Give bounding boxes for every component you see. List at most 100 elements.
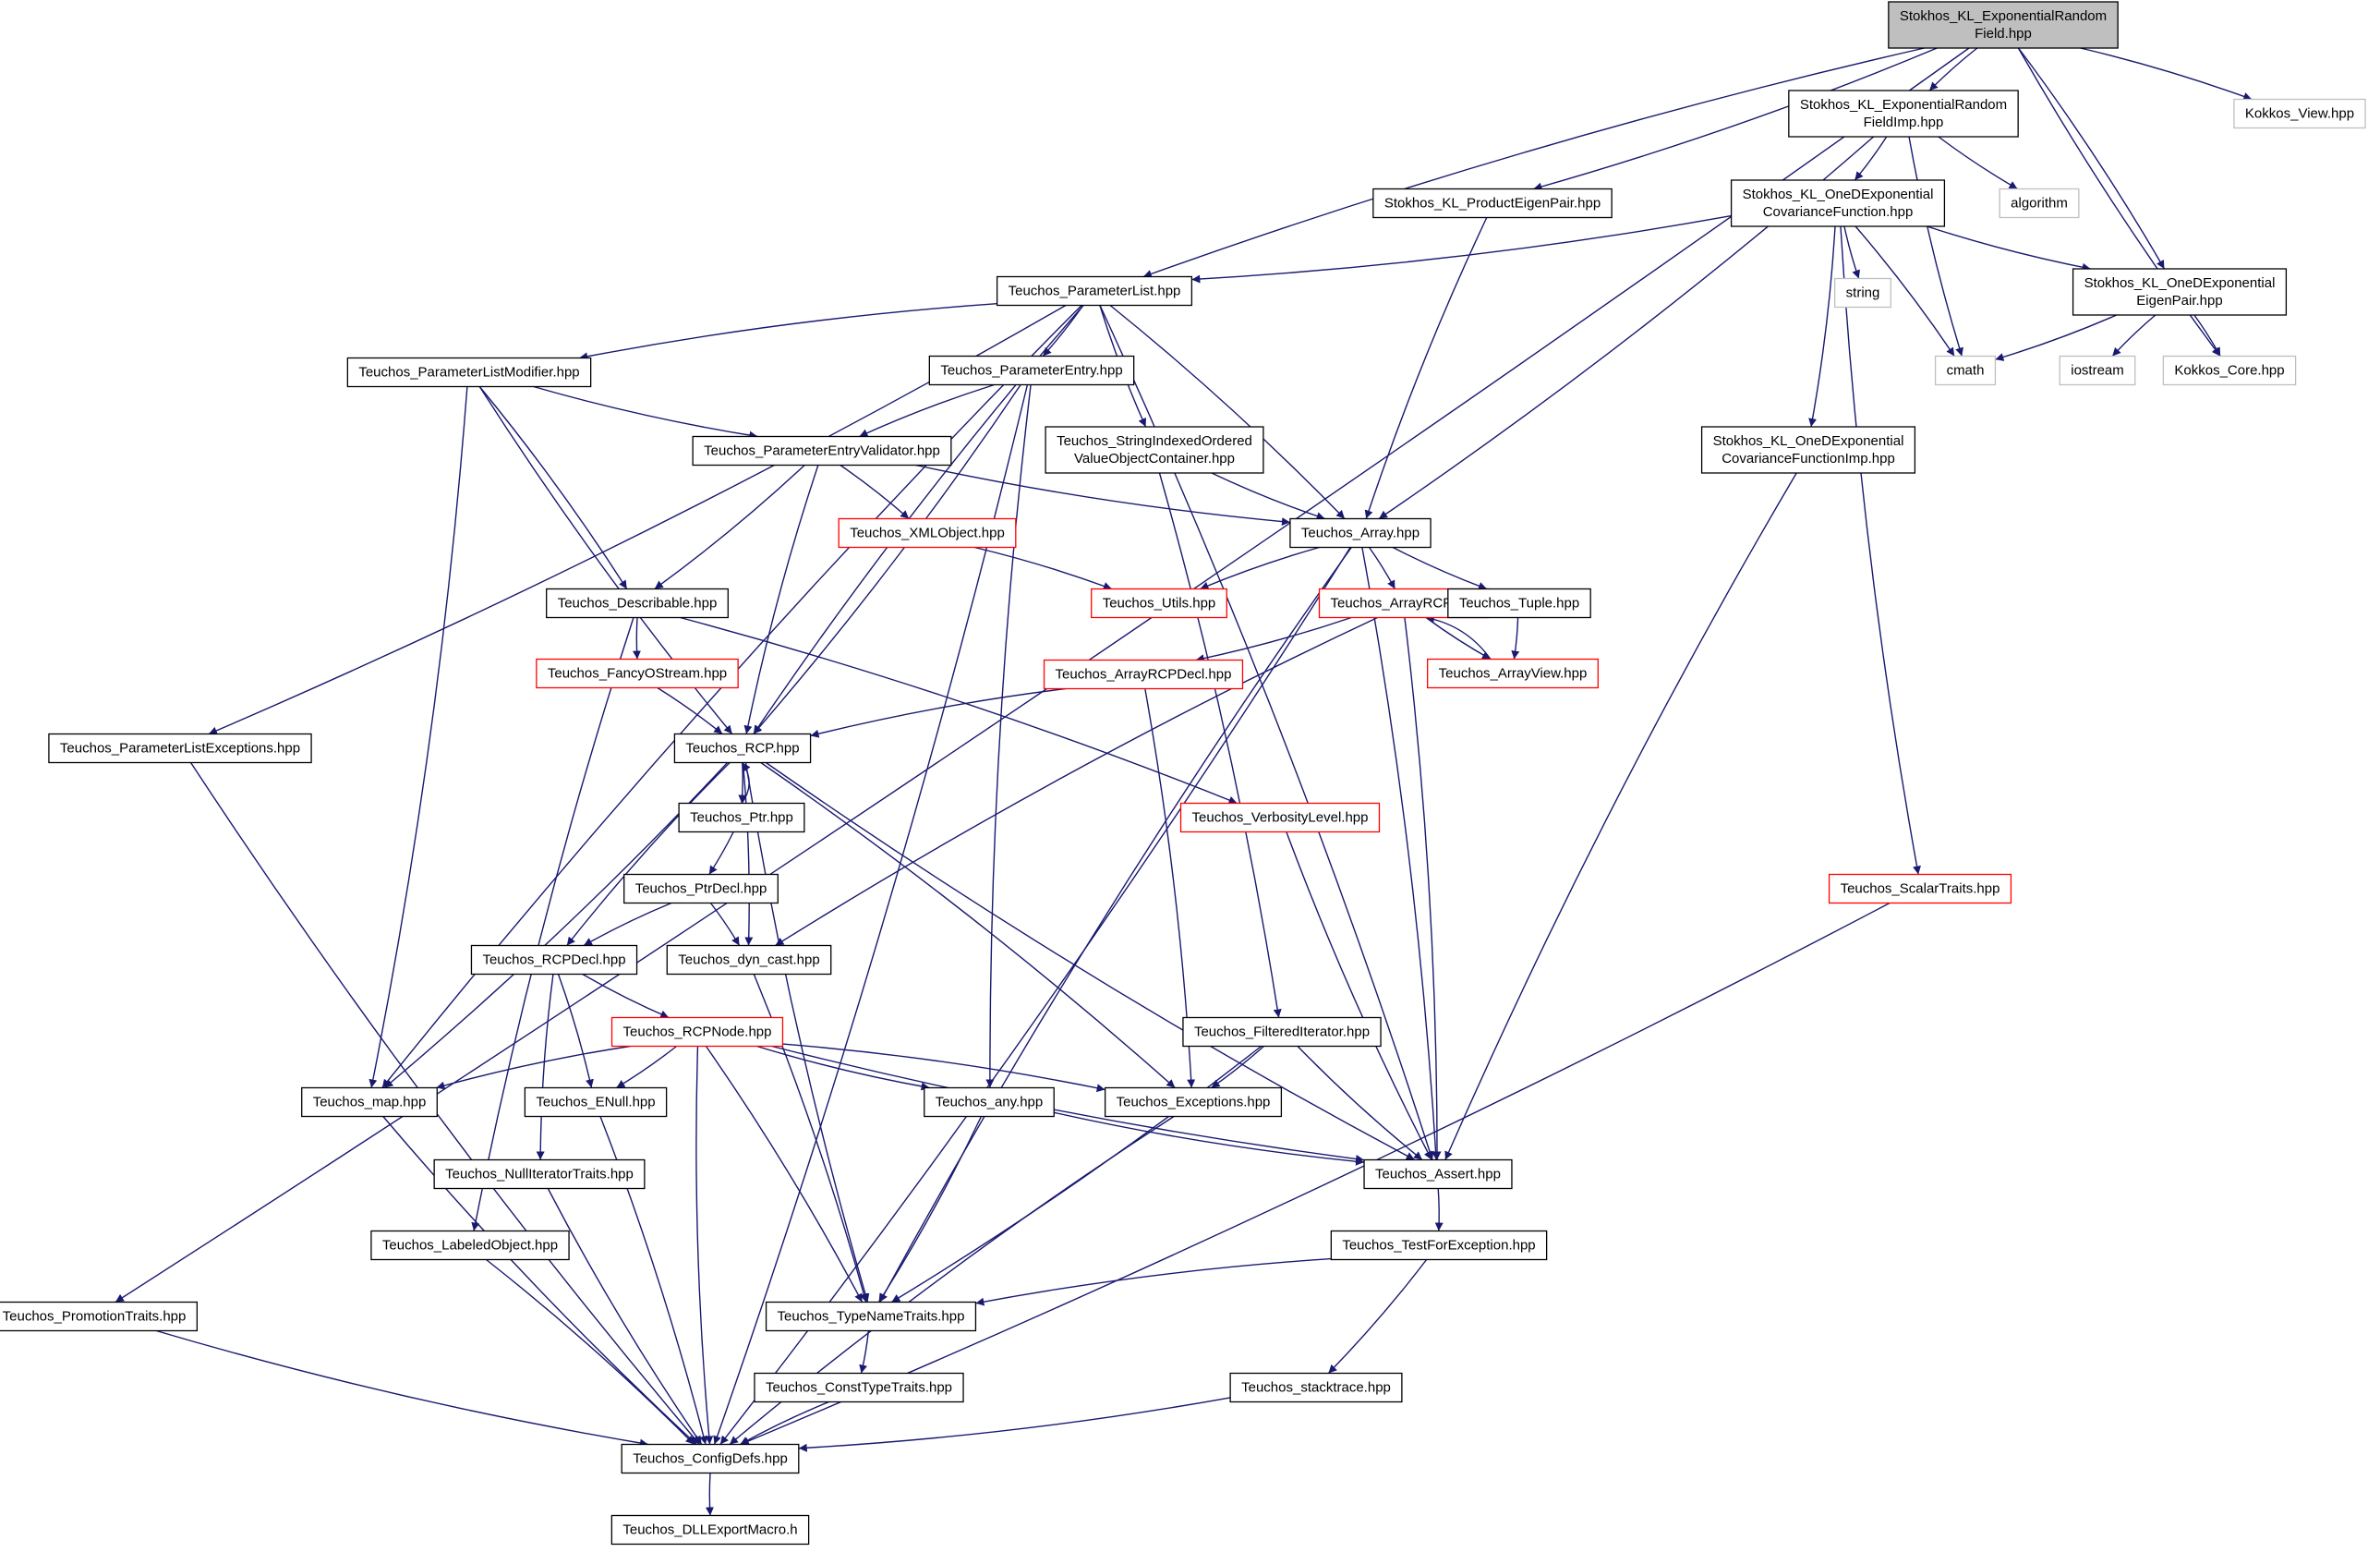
node-verb[interactable]: Teuchos_VerbosityLevel.hpp [1179,802,1381,833]
node-plexc[interactable]: Teuchos_ParameterListExceptions.hpp [48,733,312,764]
edge-plmod-to-pev [533,385,758,440]
edge-assert-to-tfe [1434,1188,1444,1231]
node-filtit[interactable]: Teuchos_FilteredIterator.hpp [1182,1016,1382,1048]
edge-root-to-kview [2080,47,2253,101]
node-label-describable-line-0: Teuchos_Describable.hpp [558,596,718,612]
node-dyncast[interactable]: Teuchos_dyn_cast.hpp [666,944,832,976]
node-tuple[interactable]: Teuchos_Tuple.hpp [1447,588,1591,619]
edge-rcpdecl-to-rcpnode [582,973,670,1019]
node-dll[interactable]: Teuchos_DLLExportMacro.h [610,1514,810,1546]
node-box-verb [1179,802,1381,833]
edge-ctt-to-config [740,1400,829,1446]
node-pev[interactable]: Teuchos_ParameterEntryValidator.hpp [692,435,952,467]
node-describable[interactable]: Teuchos_Describable.hpp [546,588,729,619]
edge-any-to-assert [1054,1111,1365,1166]
node-label-tfe-line-0: Teuchos_TestForException.hpp [1342,1238,1535,1254]
node-labeled[interactable]: Teuchos_LabeledObject.hpp [370,1230,570,1261]
node-fos[interactable]: Teuchos_FancyOStream.hpp [536,658,739,689]
node-plmod[interactable]: Teuchos_ParameterListModifier.hpp [346,357,592,388]
edge-ptr-to-ptrdecl [708,831,734,875]
node-box-aview [1427,658,1599,689]
node-stack[interactable]: Teuchos_stacktrace.hpp [1229,1372,1403,1403]
node-rcpdecl[interactable]: Teuchos_RCPDecl.hpp [470,944,638,976]
node-onedcovimp[interactable]: Stokhos_KL_OneDExponentialCovarianceFunc… [1700,426,1916,474]
node-label-nullit-line-0: Teuchos_NullIteratorTraits.hpp [445,1167,634,1182]
node-label-onedeig-line-1: EigenPair.hpp [2136,293,2222,309]
node-box-tfe [1330,1230,1548,1261]
edge-array-to-utils [1200,546,1320,590]
node-onedcov[interactable]: Stokhos_KL_OneDExponentialCovarianceFunc… [1730,179,1946,227]
node-aview[interactable]: Teuchos_ArrayView.hpp [1427,658,1599,689]
node-enull[interactable]: Teuchos_ENull.hpp [524,1086,668,1118]
node-utils[interactable]: Teuchos_Utils.hpp [1091,588,1227,619]
edge-describable-to-labeled [471,617,634,1231]
edge-layer [115,47,2253,1516]
node-box-string [1834,277,1891,309]
node-ptr[interactable]: Teuchos_Ptr.hpp [678,802,805,833]
node-array[interactable]: Teuchos_Array.hpp [1289,517,1432,549]
node-label-enull-line-0: Teuchos_ENull.hpp [536,1095,655,1110]
node-prodeig[interactable]: Stokhos_KL_ProductEigenPair.hpp [1372,188,1613,219]
node-box-enull [524,1086,668,1118]
node-box-arcpdecl [1043,659,1244,690]
node-arcpdecl[interactable]: Teuchos_ArrayRCPDecl.hpp [1043,659,1244,690]
node-label-kview-line-0: Kokkos_View.hpp [2245,106,2354,122]
node-label-tnt-line-0: Teuchos_TypeNameTraits.hpp [778,1309,965,1325]
node-ptrdecl[interactable]: Teuchos_PtrDecl.hpp [623,873,779,904]
edge-plist-to-plmod [579,303,997,361]
node-box-cmath [1934,355,1997,386]
edge-describable-to-fos [632,617,641,660]
edge-root-to-kcore [2017,47,2221,357]
node-any[interactable]: Teuchos_any.hpp [924,1086,1055,1118]
node-arcp[interactable]: Teuchos_ArrayRCP.hpp [1318,588,1490,619]
node-pentry[interactable]: Teuchos_ParameterEntry.hpp [928,355,1135,386]
node-box-dyncast [666,944,832,976]
node-promo[interactable]: Teuchos_PromotionTraits.hpp [0,1301,199,1332]
node-exc[interactable]: Teuchos_Exceptions.hpp [1104,1086,1283,1118]
node-box-kcore [2162,355,2297,386]
edge-rcp-to-tnt [744,762,870,1303]
node-label-ctt-line-0: Teuchos_ConstTypeTraits.hpp [766,1380,952,1396]
node-box-kview [2233,98,2366,129]
node-box-root [1888,1,2119,49]
edge-rcp-to-exc [760,761,1176,1089]
node-box-map [301,1086,438,1118]
node-label-onedcovimp-line-0: Stokhos_KL_OneDExponential [1713,433,1904,449]
node-tfe[interactable]: Teuchos_TestForException.hpp [1330,1230,1548,1261]
node-box-onedcov [1730,179,1946,227]
edge-onedeig-to-cmath [1995,314,2118,361]
node-box-array [1289,517,1432,549]
node-ctt[interactable]: Teuchos_ConstTypeTraits.hpp [754,1372,964,1403]
node-cmath: cmath [1934,355,1997,386]
node-box-fos [536,658,739,689]
node-box-onedeig [2072,268,2288,316]
node-tnt[interactable]: Teuchos_TypeNameTraits.hpp [765,1301,977,1332]
edge-array-to-tuple [1392,546,1488,590]
node-nullit[interactable]: Teuchos_NullIteratorTraits.hpp [433,1158,646,1190]
node-label-map-line-0: Teuchos_map.hpp [313,1095,427,1110]
node-label-aview-line-0: Teuchos_ArrayView.hpp [1439,666,1588,682]
node-assert[interactable]: Teuchos_Assert.hpp [1363,1158,1513,1190]
node-box-ctt [754,1372,964,1403]
node-plist[interactable]: Teuchos_ParameterList.hpp [996,275,1193,307]
edge-describable-to-verb [680,616,1238,805]
edge-plmod-to-describable [478,386,628,589]
node-map[interactable]: Teuchos_map.hpp [301,1086,438,1118]
node-rcpnode[interactable]: Teuchos_RCPNode.hpp [610,1016,784,1048]
node-config[interactable]: Teuchos_ConfigDefs.hpp [621,1443,800,1474]
edge-pev-to-rcp [743,465,819,734]
node-rcp[interactable]: Teuchos_RCP.hpp [673,733,812,764]
node-label-rcpdecl-line-0: Teuchos_RCPDecl.hpp [482,952,625,968]
node-scalar[interactable]: Teuchos_ScalarTraits.hpp [1828,873,2012,904]
edge-pev-to-xml [840,464,910,520]
node-label-exc-line-0: Teuchos_Exceptions.hpp [1117,1095,1271,1110]
node-box-stack [1229,1372,1403,1403]
edge-plmod-to-rcp [478,386,733,734]
node-xml[interactable]: Teuchos_XMLObject.hpp [838,517,1017,549]
edge-nullit-to-config [547,1188,703,1445]
edge-aview-to-arcp [1425,614,1492,660]
node-sioc[interactable]: Teuchos_StringIndexedOrderedValueObjectC… [1045,426,1264,474]
